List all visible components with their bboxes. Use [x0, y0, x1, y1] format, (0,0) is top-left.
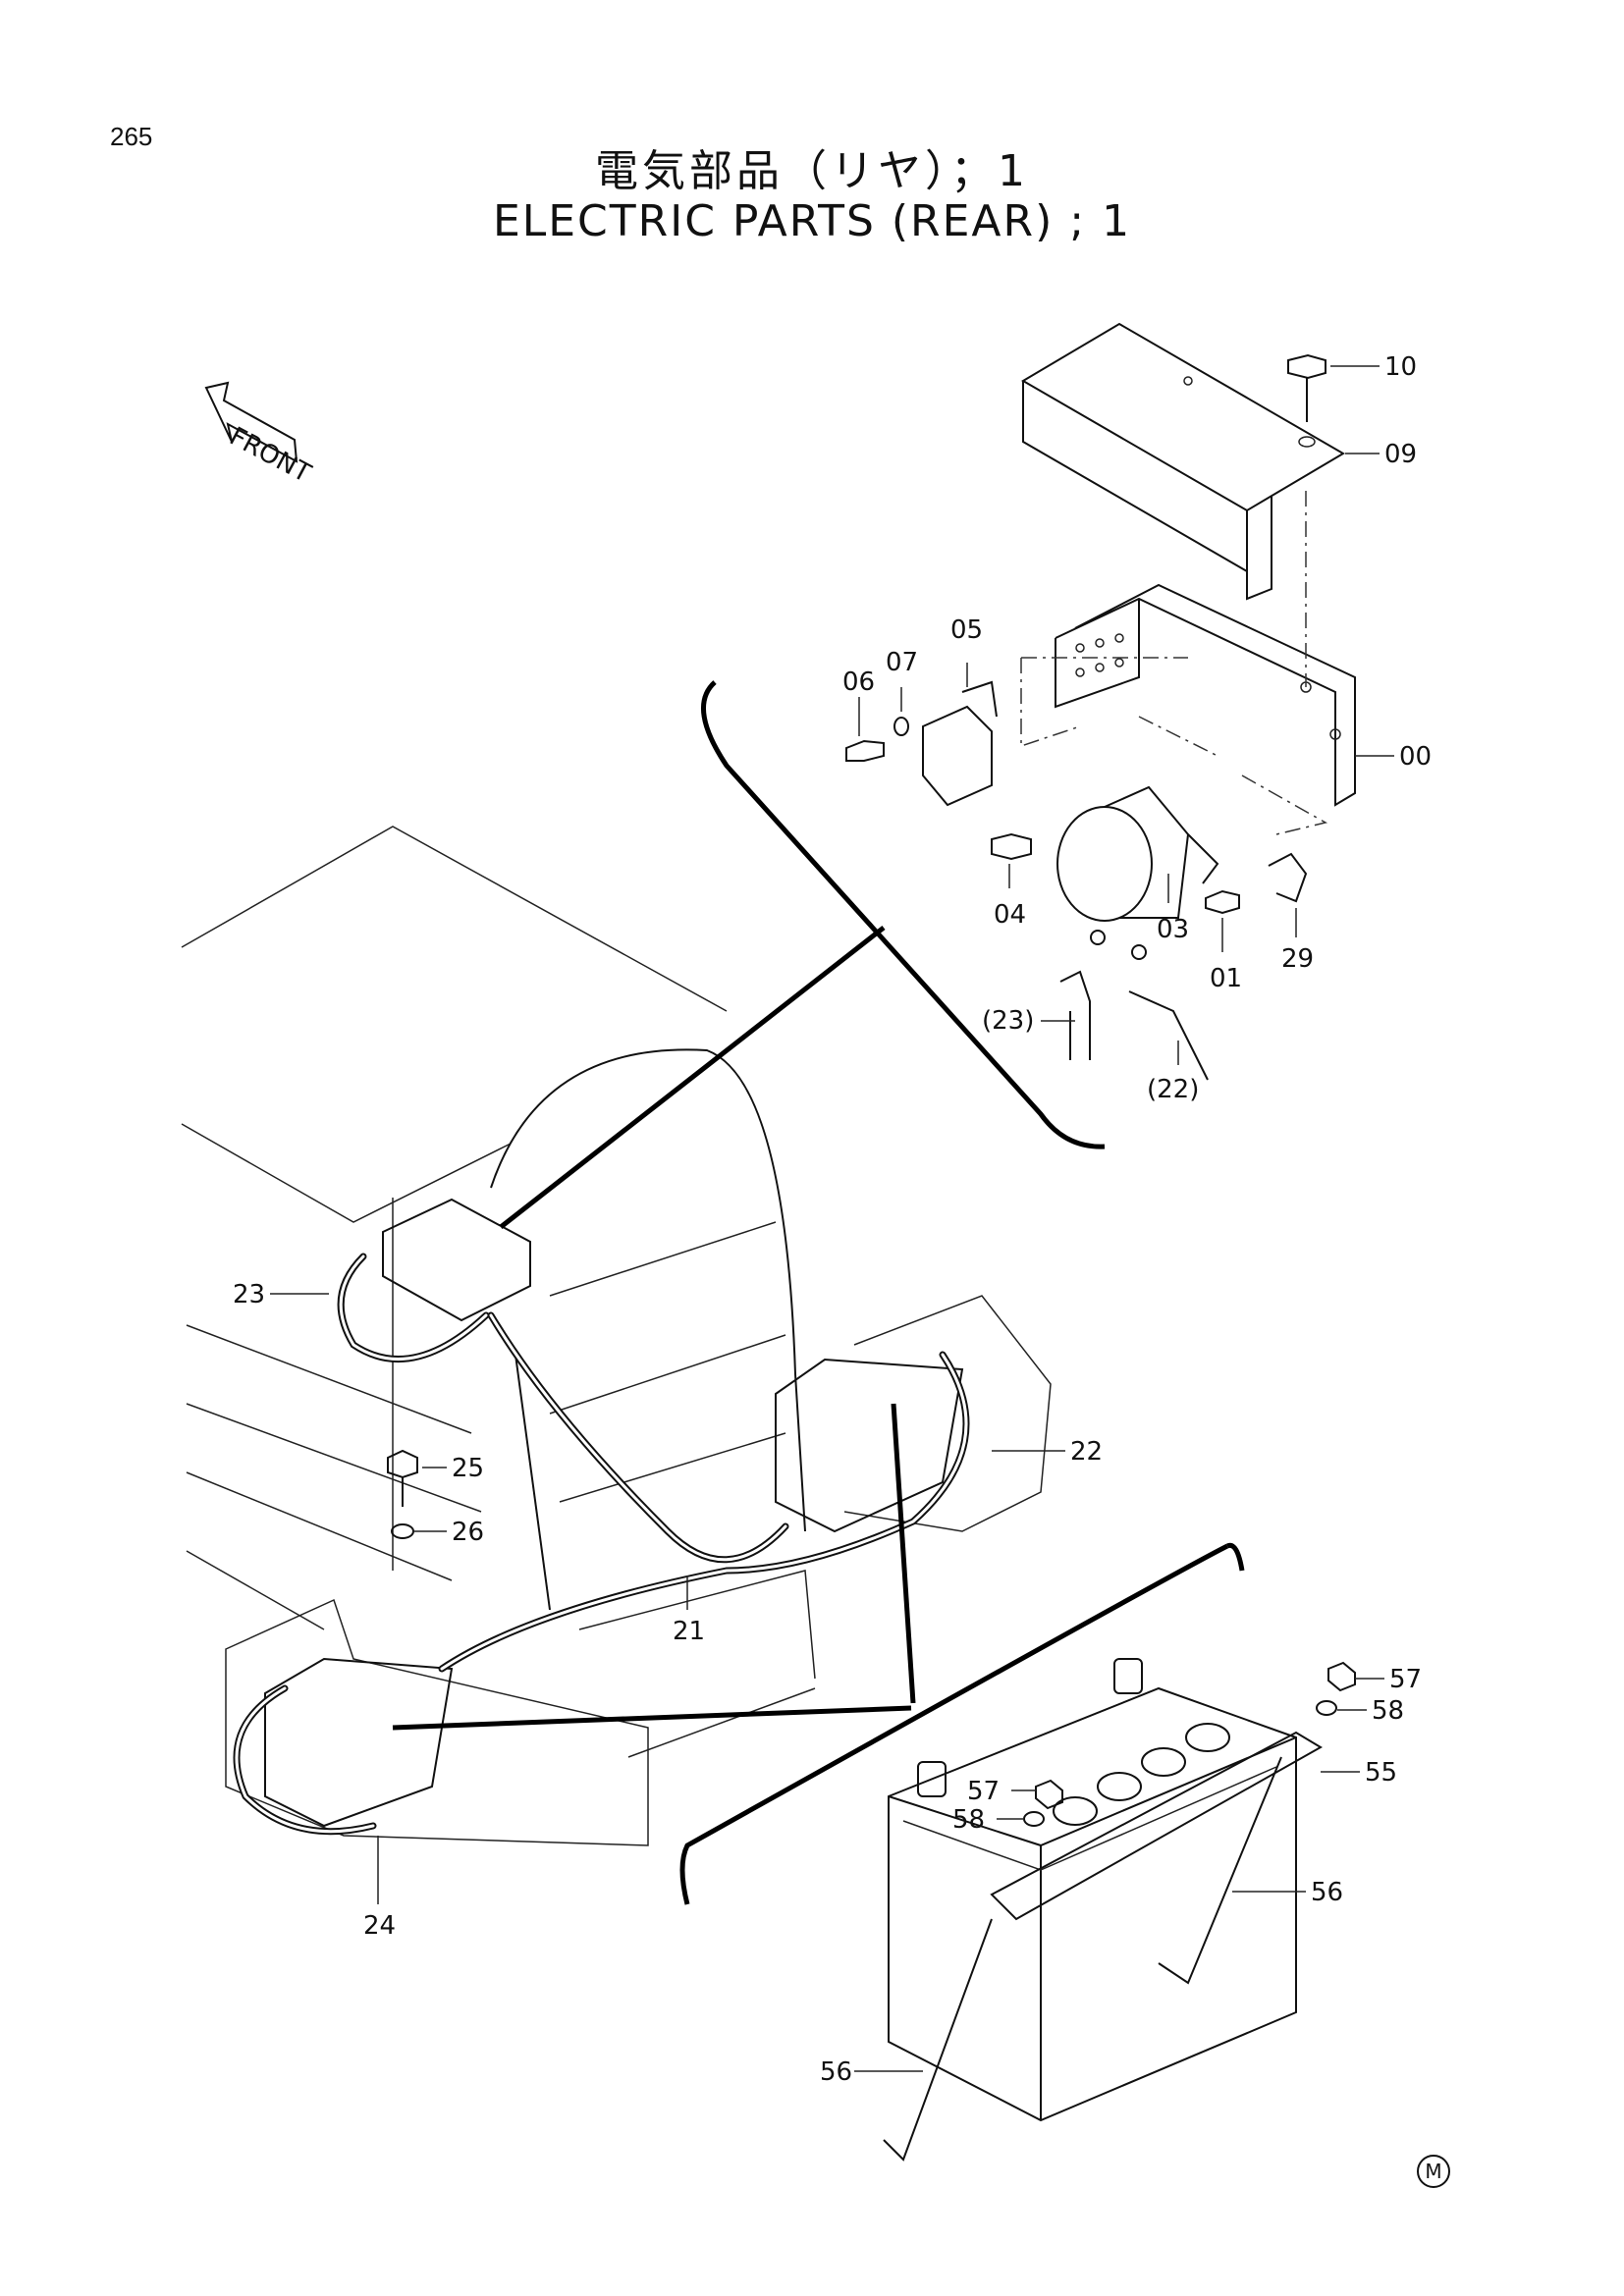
nut-57-left — [1035, 1779, 1063, 1810]
cover-09 — [1021, 322, 1345, 512]
detail-bracket-group — [701, 322, 1356, 1149]
relay-box-installed — [382, 1198, 531, 1322]
title-japanese: 電気部品（リヤ）；1 — [595, 146, 1029, 196]
washer-58-top — [1316, 1700, 1337, 1716]
callout-10: 10 — [1384, 352, 1417, 382]
callout-00: 00 — [1399, 742, 1432, 772]
battery-55 — [888, 1686, 1297, 2122]
page-number: 265 — [110, 122, 153, 151]
bracket-00 — [1055, 583, 1356, 807]
callout-labels: 10 09 05 07 06 00 04 03 01 29 (23) (22) … — [233, 352, 1432, 2087]
washer-26 — [391, 1523, 414, 1539]
callout-24: 24 — [363, 1911, 396, 1941]
callout-07: 07 — [886, 648, 918, 677]
hold-bar-55 — [990, 1731, 1323, 1921]
front-label: FRONT — [225, 422, 316, 489]
rod-56-right — [1158, 1756, 1282, 1985]
battery-installed-rear — [775, 1358, 964, 1533]
relay-03 — [1056, 806, 1153, 922]
bolt-10 — [1287, 353, 1326, 380]
callout-22: 22 — [1070, 1437, 1103, 1467]
bolt-06 — [845, 739, 885, 762]
washer-07 — [893, 717, 909, 736]
machine-body — [181, 826, 1052, 1846]
bolt-01 — [1205, 889, 1240, 915]
callout-06: 06 — [842, 667, 875, 697]
manufacturer-mark: M — [1417, 2155, 1450, 2188]
callout-21: 21 — [673, 1617, 705, 1646]
callout-05: 05 — [950, 615, 983, 645]
cables — [233, 1253, 970, 1836]
clamp-29 — [1268, 852, 1308, 903]
callout-56-right: 56 — [1311, 1878, 1343, 1907]
callout-04: 04 — [994, 900, 1026, 930]
callout-03: 03 — [1157, 915, 1189, 944]
callout-57-left: 57 — [967, 1777, 1000, 1806]
battery-detail — [883, 1658, 1356, 2162]
bolt-25 — [387, 1449, 418, 1479]
callout-55: 55 — [1365, 1758, 1397, 1788]
callout-29: 29 — [1281, 944, 1314, 974]
bolt-04 — [991, 832, 1032, 861]
relay-05 — [922, 705, 993, 807]
front-arrow-icon: FRONT — [204, 381, 316, 489]
callout-57-top: 57 — [1389, 1665, 1422, 1694]
callout-23: 23 — [233, 1280, 265, 1309]
callout-26: 26 — [452, 1518, 484, 1547]
callout-56-left: 56 — [820, 2057, 852, 2087]
callout-25: 25 — [452, 1454, 484, 1483]
callout-23-ref: (23) — [982, 1006, 1034, 1036]
callout-58-top: 58 — [1372, 1696, 1404, 1726]
callout-09: 09 — [1384, 440, 1417, 469]
nut-57-top — [1327, 1661, 1356, 1692]
callout-22-ref: (22) — [1147, 1075, 1199, 1104]
callout-leaders — [270, 365, 1394, 2072]
rod-56-left — [883, 1918, 993, 2162]
callout-01: 01 — [1210, 964, 1242, 993]
battery-installed-front — [264, 1657, 454, 1828]
callout-58-left: 58 — [952, 1805, 985, 1835]
title-english: ELECTRIC PARTS (REAR) ; 1 — [492, 196, 1132, 246]
washer-58-left — [1023, 1811, 1045, 1827]
